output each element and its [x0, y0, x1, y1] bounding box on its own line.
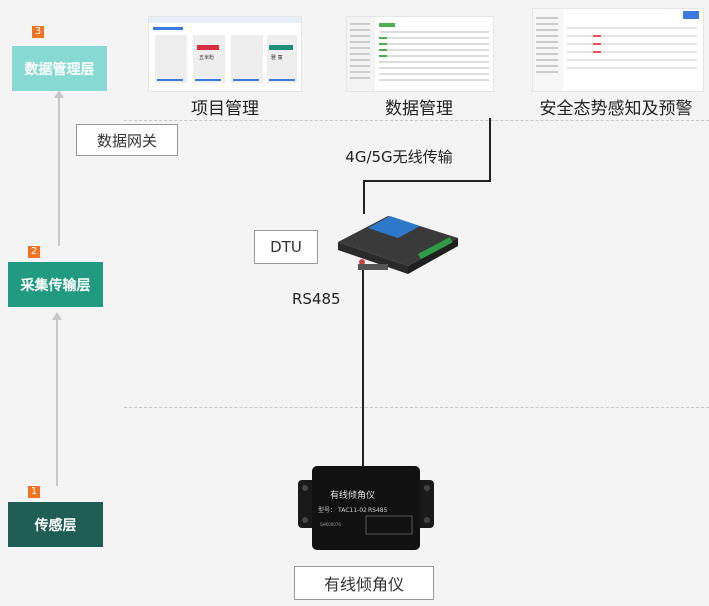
- data-gateway-label: 数据网关: [76, 124, 178, 156]
- data-management-screenshot: [346, 16, 494, 92]
- wireless-label: 4G/5G无线传输: [345, 148, 453, 166]
- project-management-screenshot: 五米粉 雅 童: [148, 16, 302, 92]
- sensor-model: TAC11-02: [337, 507, 367, 514]
- layer-2-number: 2: [28, 246, 40, 258]
- sensor-bus: RS485: [368, 507, 388, 514]
- inclinometer-device: 有线倾角仪 型号： TAC11-02 RS485 SHK00076: [298, 466, 434, 550]
- rs485-label: RS485: [292, 290, 341, 308]
- arrow-2-to-3: [58, 96, 60, 246]
- safety-warning-caption: 安全态势感知及预警: [539, 99, 693, 119]
- screen1-card2-text: 雅 童: [271, 54, 283, 61]
- arrow-1-to-2: [56, 318, 58, 486]
- layer-3-number: 3: [32, 26, 44, 38]
- sensor-serial: SHK00076: [320, 522, 341, 527]
- sensor-device-title: 有线倾角仪: [330, 489, 375, 501]
- data-management-layer: 数据管理层: [12, 46, 107, 91]
- layer-1-number: 1: [28, 486, 40, 498]
- project-management-thumbnail: 五米粉 雅 童: [149, 17, 301, 83]
- upper-divider: [124, 120, 709, 121]
- acquisition-transmission-layer: 采集传输层: [8, 262, 103, 307]
- data-management-thumbnail: [347, 17, 489, 91]
- safety-warning-thumbnail: [533, 9, 699, 91]
- sensing-layer: 传感层: [8, 502, 103, 547]
- dtu-device: [338, 216, 458, 274]
- project-management-caption: 项目管理: [191, 99, 259, 119]
- dtu-label: DTU: [254, 230, 318, 264]
- arrow-1-to-2-head: [52, 312, 62, 320]
- sensor-model-label: 型号：: [318, 506, 336, 514]
- safety-warning-screenshot: [532, 8, 704, 92]
- wire-screen-down: [489, 118, 491, 182]
- arrow-2-to-3-head: [54, 90, 64, 98]
- data-management-caption: 数据管理: [385, 99, 453, 119]
- wire-to-dtu: [363, 180, 365, 214]
- wire-dtu-to-sensor: [362, 270, 364, 466]
- wire-horizontal: [363, 180, 491, 182]
- screen1-card1-text: 五米粉: [199, 54, 214, 61]
- lower-divider: [124, 407, 709, 408]
- inclinometer-label: 有线倾角仪: [294, 566, 434, 600]
